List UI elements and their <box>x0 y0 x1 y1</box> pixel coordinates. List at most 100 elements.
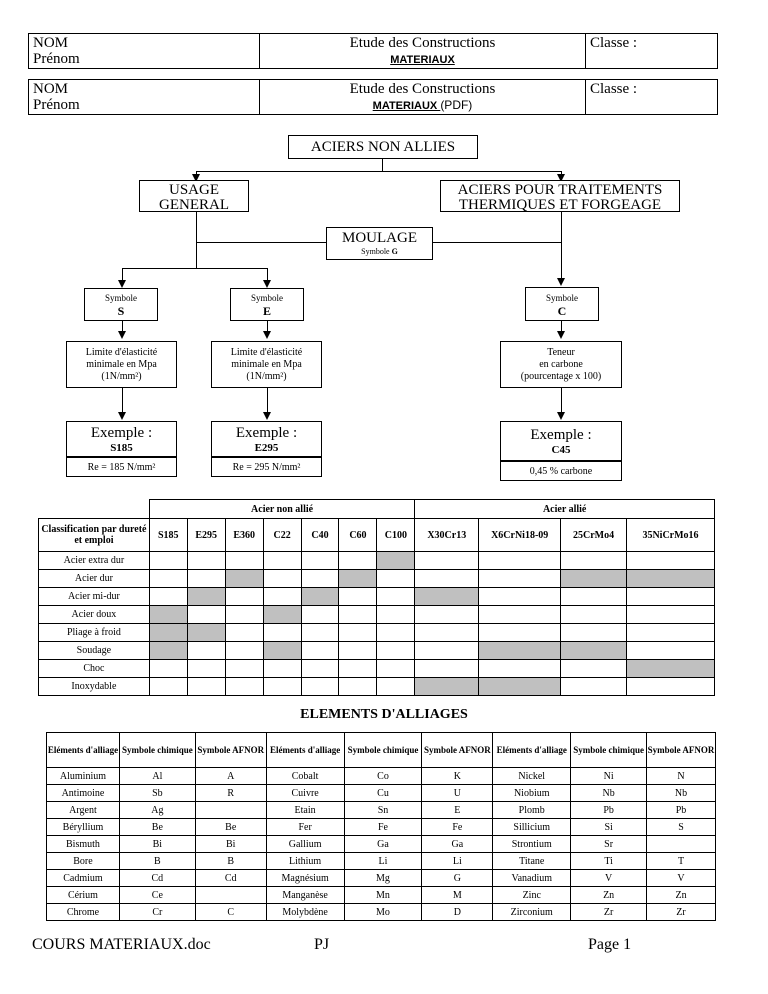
classification-cell <box>626 641 715 660</box>
elements-cell: B <box>118 852 196 870</box>
elements-cell: Bismuth <box>46 835 120 853</box>
moulage-symbol: G <box>391 247 398 256</box>
elements-cell: Nb <box>570 784 648 802</box>
classification-row: Acier mi-dur <box>38 587 715 606</box>
elements-cell: Ti <box>570 852 648 870</box>
elements-cell: Li <box>343 852 423 870</box>
elements-cell: Sn <box>343 801 423 819</box>
classification-row: Choc <box>38 659 715 678</box>
elements-cell: Plomb <box>492 801 572 819</box>
header-table-1: NOM Prénom Etude des Constructions MATER… <box>28 33 718 69</box>
classification-cell <box>224 623 264 642</box>
classification-cell <box>224 641 264 660</box>
column-header: X30Cr13 <box>414 518 480 552</box>
elements-cell: Aluminium <box>46 767 120 785</box>
elements-cell: Ni <box>570 767 648 785</box>
classification-cell <box>414 659 480 678</box>
classification-cell <box>376 659 416 678</box>
classification-cell <box>414 587 480 606</box>
elements-cell: Nb <box>646 784 716 802</box>
elements-cell: Al <box>118 767 196 785</box>
classification-cell <box>224 587 264 606</box>
classification-cell <box>262 659 302 678</box>
prenom-label: Prénom <box>33 97 80 113</box>
classification-cell <box>262 677 302 696</box>
classification-cell <box>300 551 340 570</box>
c-re-box: 0,45 % carbone <box>500 461 622 481</box>
elements-cell: Cr <box>118 903 196 921</box>
prenom-label: Prénom <box>33 51 80 67</box>
classification-cell <box>224 569 264 588</box>
elements-header: Eléments d'alliage <box>265 732 345 768</box>
elements-cell: Molybdène <box>265 903 345 921</box>
usage-general-box: USAGE GENERAL <box>139 180 249 212</box>
elements-cell: K <box>421 767 494 785</box>
elements-cell: Zinc <box>492 886 572 904</box>
e-example: E295 <box>254 442 279 454</box>
classification-cell <box>560 623 628 642</box>
classification-cell <box>224 659 264 678</box>
classification-cell <box>148 587 188 606</box>
elements-cell: Sillicium <box>492 818 572 836</box>
classification-cell <box>186 641 226 660</box>
classification-cell <box>300 623 340 642</box>
desc-line: Limite d'élasticité <box>230 347 303 358</box>
traitements-box: ACIERS POUR TRAITEMENTS THERMIQUES ET FO… <box>440 180 680 212</box>
desc-line: (1N/mm²) <box>101 371 142 382</box>
classification-cell <box>186 623 226 642</box>
classification-cell <box>626 623 715 642</box>
nom-label: NOM <box>33 81 69 97</box>
classification-cell <box>414 569 480 588</box>
classification-cell <box>376 605 416 624</box>
elements-cell: R <box>194 784 267 802</box>
course-subtitle: MATERIAUX <box>390 54 455 66</box>
symbol-label: Symbole <box>104 293 137 303</box>
classification-cell <box>186 677 226 696</box>
symbol-e: E <box>262 304 271 318</box>
elements-cell: T <box>646 852 716 870</box>
classification-cell <box>300 569 340 588</box>
symbol-s: S <box>117 304 125 318</box>
elements-cell: Fer <box>265 818 345 836</box>
c-example-box: Exemple : C45 <box>500 421 622 461</box>
elements-cell: Zn <box>570 886 648 904</box>
desc-line: (1N/mm²) <box>246 371 287 382</box>
elements-cell: Strontium <box>492 835 572 853</box>
classification-cell <box>262 623 302 642</box>
classification-cell <box>376 641 416 660</box>
classification-cell <box>560 551 628 570</box>
elements-cell: Be <box>194 818 267 836</box>
column-header: 35NiCrMo16 <box>626 518 715 552</box>
classification-cell <box>626 659 715 678</box>
example-label: Exemple : <box>90 425 153 441</box>
elements-cell: C <box>194 903 267 921</box>
classification-cell <box>414 605 480 624</box>
elements-header: Symbole AFNOR <box>421 732 494 768</box>
elements-cell: G <box>421 869 494 887</box>
classification-corner: Classification par dureté et emploi <box>38 518 150 552</box>
elements-cell: Cadmium <box>46 869 120 887</box>
classification-cell <box>414 641 480 660</box>
classification-cell <box>338 587 378 606</box>
elements-cell: Zr <box>570 903 648 921</box>
classification-cell <box>300 641 340 660</box>
classification-cell <box>376 623 416 642</box>
elements-cell: Cobalt <box>265 767 345 785</box>
classification-cell <box>262 569 302 588</box>
column-header: C22 <box>262 518 302 552</box>
elements-cell <box>646 835 716 853</box>
classification-row: Inoxydable <box>38 677 715 696</box>
elements-cell: V <box>570 869 648 887</box>
e-example-box: Exemple : E295 <box>211 421 322 457</box>
column-header: 25CrMo4 <box>560 518 628 552</box>
elements-cell: Niobium <box>492 784 572 802</box>
classification-cell <box>300 587 340 606</box>
moulage-label: MOULAGE <box>342 230 417 246</box>
s-description-box: Limite d'élasticité minimale en Mpa (1N/… <box>66 341 177 388</box>
elements-cell: Cérium <box>46 886 120 904</box>
column-header: C40 <box>300 518 340 552</box>
classification-row: Pliage à froid <box>38 623 715 642</box>
